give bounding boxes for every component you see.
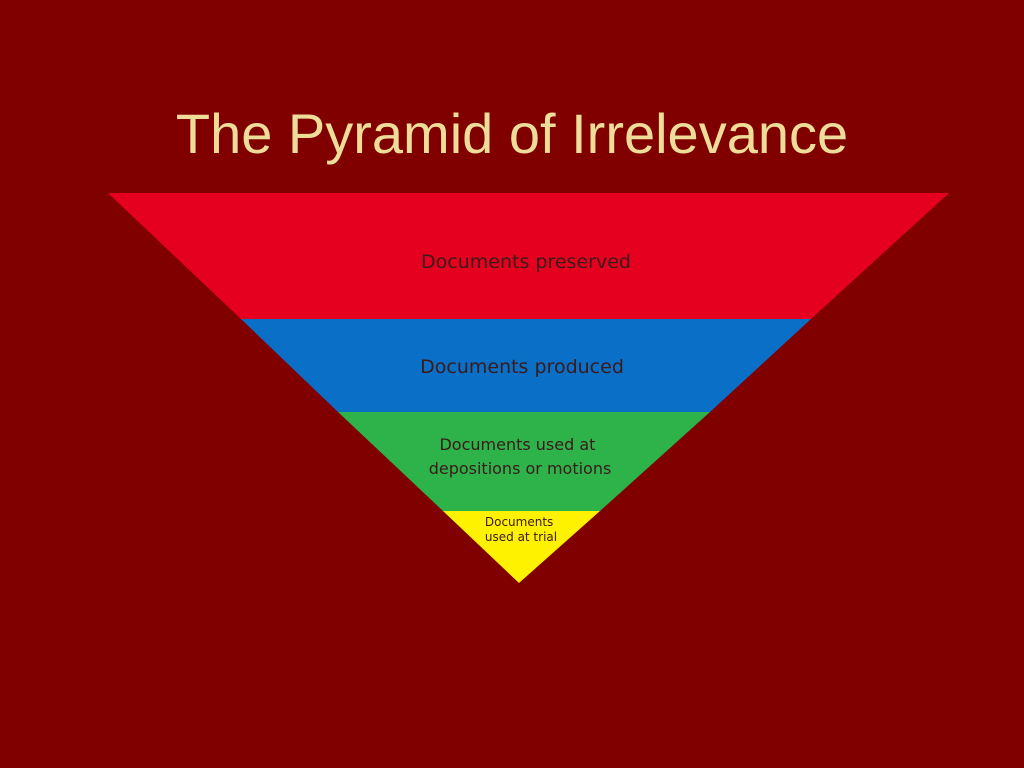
layer-preserved-band [108, 193, 949, 319]
layer-produced-band [241, 319, 811, 412]
layer-preserved-line-1: Documents preserved [421, 251, 631, 273]
pyramid-layer-trial: Documents used at trial [443, 511, 600, 583]
layer-produced-line-1: Documents produced [420, 356, 624, 378]
layer-depositions-band [338, 412, 710, 511]
pyramid-layer-produced: Documents produced [241, 319, 811, 412]
layer-trial-band [443, 511, 600, 583]
layer-trial-line-2: used at trial [485, 530, 557, 544]
pyramid-layer-preserved: Documents preserved [108, 193, 949, 319]
layer-depositions-label: Documents used at depositions or motions [429, 435, 612, 478]
layer-preserved-label: Documents preserved [421, 251, 631, 273]
layer-trial-line-1: Documents [485, 515, 553, 529]
layer-depositions-line-2: depositions or motions [429, 459, 612, 478]
layer-trial-label: Documents used at trial [485, 515, 557, 544]
layer-produced-label: Documents produced [420, 356, 624, 378]
layer-depositions-line-1: Documents used at [439, 435, 595, 454]
pyramid-layer-depositions: Documents used at depositions or motions [338, 412, 710, 511]
slide-title: The Pyramid of Irrelevance [175, 102, 849, 165]
